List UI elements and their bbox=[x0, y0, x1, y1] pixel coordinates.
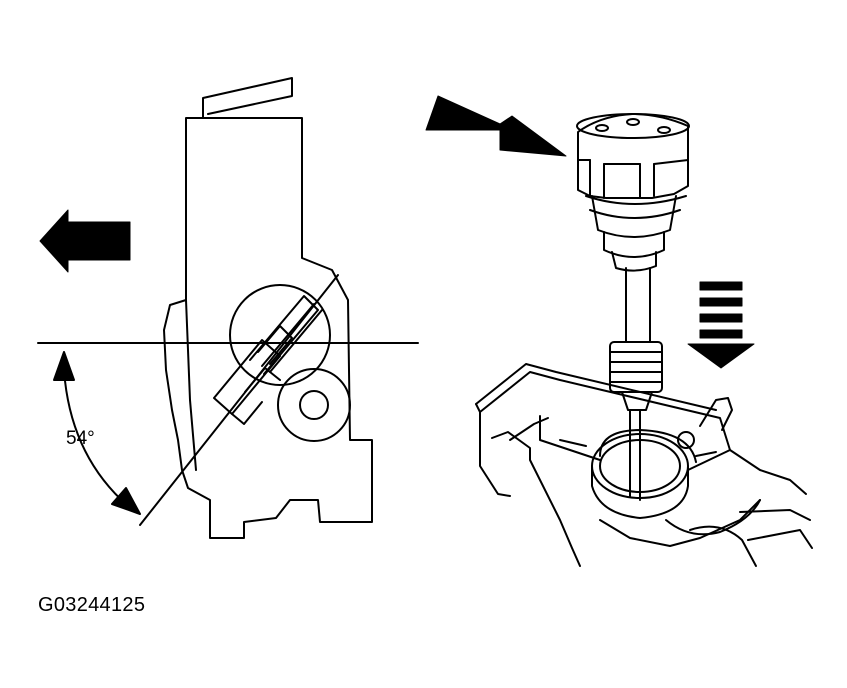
left-direction-arrow bbox=[39, 209, 131, 273]
tool-shaft bbox=[625, 267, 651, 343]
housing-circular-boss bbox=[229, 284, 331, 386]
diagonal-press-arrow bbox=[425, 95, 567, 157]
left-housing-view bbox=[37, 77, 419, 539]
down-direction-arrow bbox=[687, 281, 755, 369]
tool-cap bbox=[576, 113, 690, 199]
tool-collar bbox=[609, 341, 663, 501]
housing-top-tab bbox=[202, 77, 293, 119]
angle-arrow-top bbox=[53, 351, 75, 381]
right-install-view bbox=[425, 95, 813, 567]
bearing-outer bbox=[277, 368, 351, 442]
bearing-inner bbox=[299, 390, 329, 420]
angle-arc bbox=[63, 369, 129, 507]
housing-outline bbox=[163, 117, 373, 539]
tool-neck bbox=[585, 195, 687, 272]
figure-code: G03244125 bbox=[38, 594, 146, 616]
housing-inner-edge bbox=[185, 299, 197, 471]
angled-reference-line bbox=[139, 274, 339, 526]
angle-arrow-bottom bbox=[111, 487, 141, 515]
angle-label: 54° bbox=[66, 428, 95, 449]
engine-block bbox=[475, 363, 813, 567]
